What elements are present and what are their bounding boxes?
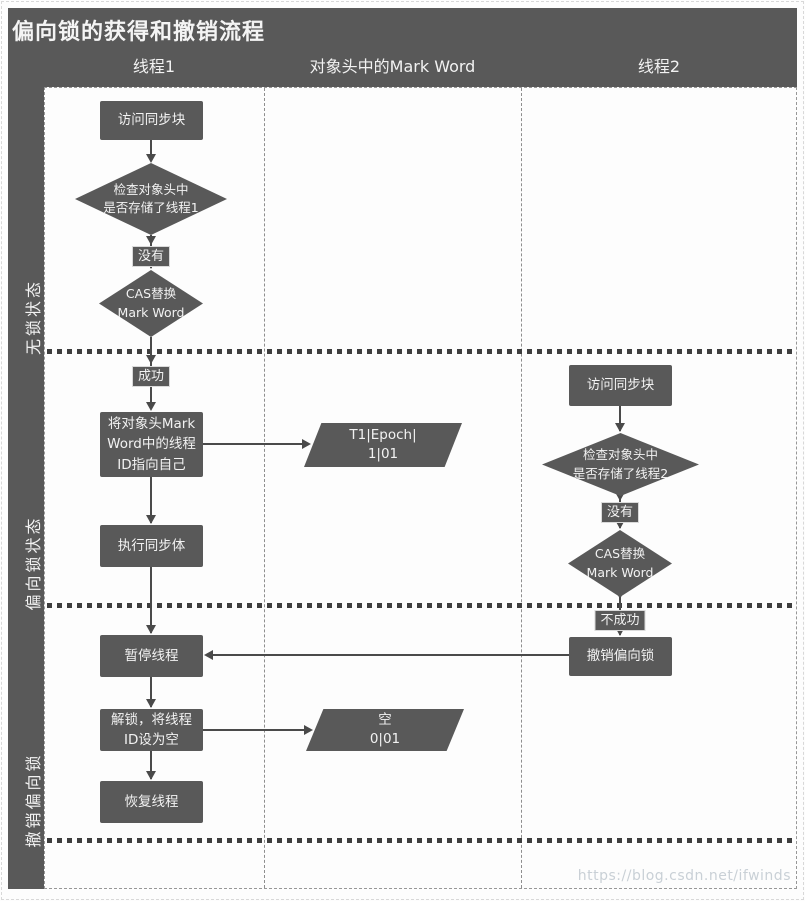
arrowhead-icon [146, 625, 156, 634]
edge-label-t1-no: 没有 [131, 246, 171, 267]
watermark-url: https://blog.csdn.net/ifwinds [577, 868, 791, 884]
edge-label-t1-success: 成功 [131, 366, 171, 387]
row-label-biased-state: 偏向锁状态 [24, 515, 43, 611]
arrowhead-icon [304, 725, 313, 735]
node-t1-unlock-clear-id: 解锁，将线程 ID设为空 [100, 709, 203, 751]
phase-separator-1 [47, 349, 795, 354]
arrowhead-icon [302, 439, 311, 449]
arrowhead-icon [146, 771, 156, 780]
edge-label-t2-fail: 不成功 [594, 610, 646, 631]
flow-line [150, 751, 152, 779]
column-divider-2 [521, 88, 522, 888]
column-header-thread2: 线程2 [637, 57, 681, 76]
flow-line [150, 477, 152, 523]
phase-separator-2 [47, 603, 795, 608]
arrowhead-icon [615, 423, 625, 432]
node-t1-resume-thread: 恢复线程 [100, 781, 203, 823]
column-divider-1 [264, 88, 265, 888]
flow-line-setid-to-markword [203, 443, 305, 445]
row-label-sidebar: 无锁状态 偏向锁状态 撤销偏向锁 [8, 87, 44, 889]
flow-line [150, 140, 152, 160]
flow-area-border [44, 87, 797, 889]
column-header-thread1: 线程1 [132, 57, 176, 76]
arrowhead-icon [146, 699, 156, 708]
flow-line [150, 567, 152, 633]
arrowhead-icon [204, 650, 213, 660]
node-t2-revoke-biased-lock: 撤销偏向锁 [569, 637, 672, 676]
flow-line-revoke-to-pause [212, 654, 569, 656]
title-bar: 偏向锁的获得和撤销流程 线程1 对象头中的Mark Word 线程2 [8, 8, 797, 87]
column-header-markword: 对象头中的Mark Word [309, 57, 476, 76]
arrowhead-icon [615, 627, 625, 636]
row-label-revoke-biased: 撤销偏向锁 [24, 752, 43, 848]
node-markword-empty: 空 0|01 [306, 709, 464, 751]
row-label-lock-free: 无锁状态 [24, 279, 43, 356]
edge-label-t2-no: 没有 [600, 502, 640, 523]
flow-line [619, 406, 621, 431]
arrowhead-icon [615, 520, 625, 529]
arrowhead-icon [615, 492, 625, 501]
phase-separator-3 [47, 838, 795, 843]
node-t1-pause-thread: 暂停线程 [100, 635, 203, 677]
arrowhead-icon [146, 402, 156, 411]
flow-line [150, 677, 152, 707]
arrowhead-icon [146, 236, 156, 245]
node-t1-access-sync-block: 访问同步块 [100, 101, 203, 140]
arrowhead-icon [146, 154, 156, 163]
arrowhead-icon [146, 355, 156, 364]
node-t1-execute-sync-body: 执行同步体 [100, 525, 203, 567]
node-t1-set-thread-id: 将对象头Mark Word中的线程 ID指向自己 [100, 412, 203, 477]
flow-line-unlock-to-markword [203, 729, 307, 731]
diagram-title: 偏向锁的获得和撤销流程 [12, 20, 266, 45]
node-markword-biased-t1: T1|Epoch| 1|01 [304, 423, 462, 467]
arrowhead-icon [146, 515, 156, 524]
node-t2-access-sync-block: 访问同步块 [569, 365, 672, 406]
